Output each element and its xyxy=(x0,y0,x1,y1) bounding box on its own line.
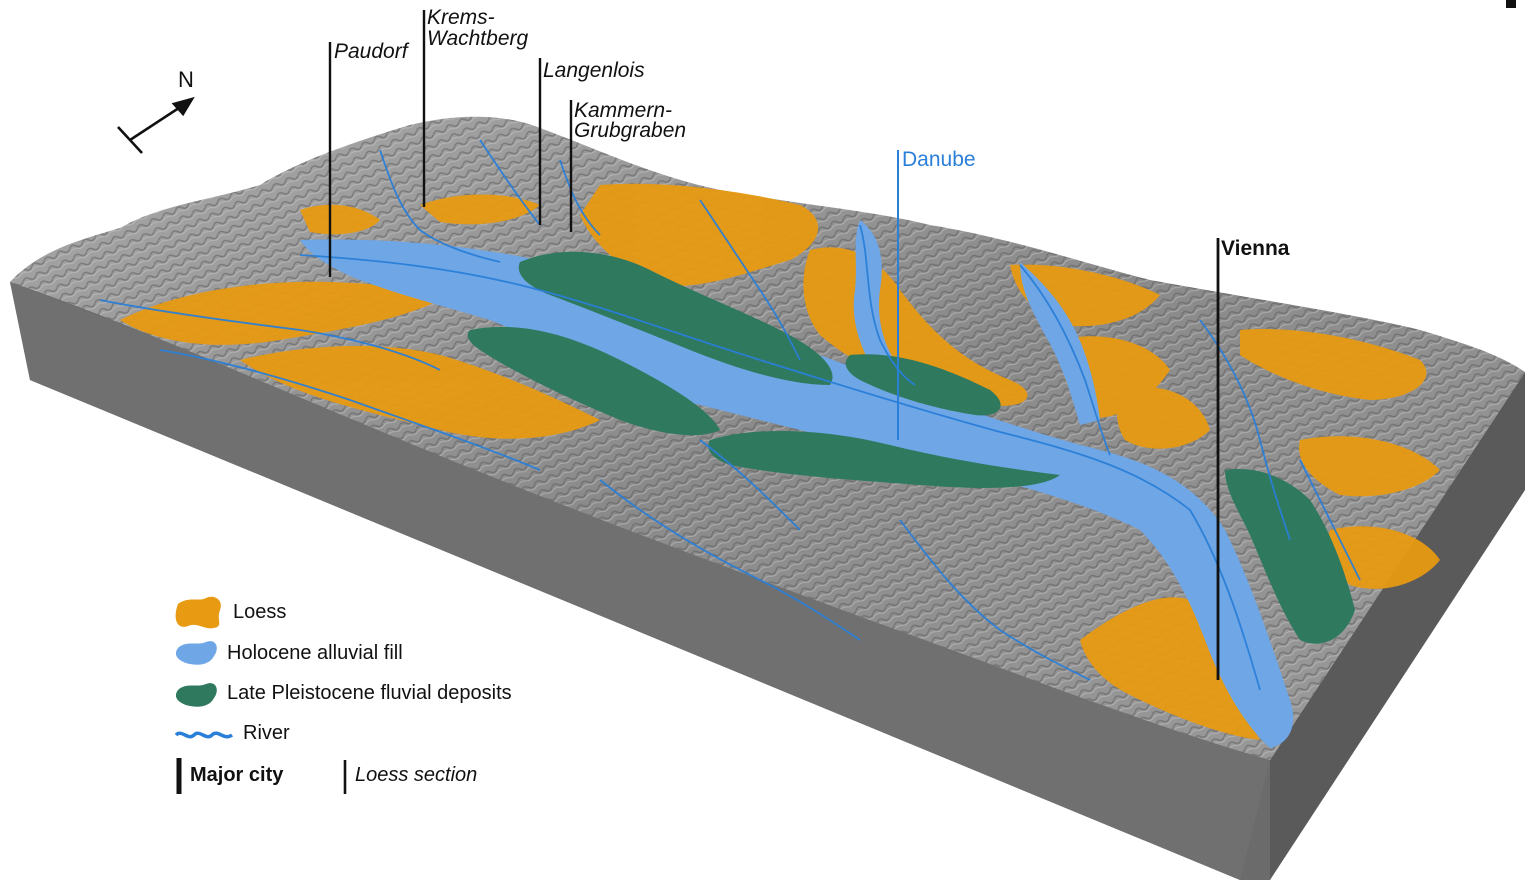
pleistocene-deposits xyxy=(467,251,1355,644)
label-danube: Danube xyxy=(902,148,976,171)
loess-section-markers xyxy=(328,10,573,277)
legend-loess: Loess xyxy=(233,601,287,623)
label-kammern-line1: Kammern- xyxy=(574,99,673,122)
river-network xyxy=(99,139,1361,691)
legend-loess-swatch xyxy=(175,596,221,629)
legend-holocene-swatch xyxy=(175,641,217,665)
legend-river: River xyxy=(243,722,290,744)
legend-river-swatch xyxy=(174,731,234,739)
label-krems-line1: Krems- xyxy=(427,6,495,29)
holocene-alluvial-fill xyxy=(300,239,1294,748)
north-arrow-label: N xyxy=(178,67,194,92)
corner-mark xyxy=(1506,0,1516,8)
legend-pleistocene-swatch xyxy=(175,683,217,707)
block-right-face xyxy=(1270,372,1525,880)
legend-major-city: Major city xyxy=(190,764,284,786)
label-kammern-line2: Grubgraben xyxy=(574,119,687,142)
label-vienna: Vienna xyxy=(1221,237,1290,260)
label-krems-line2: Wachtberg xyxy=(427,27,529,50)
block-bottom-face xyxy=(10,282,1270,880)
label-paudorf: Paudorf xyxy=(334,40,408,63)
legend-loess-section: Loess section xyxy=(355,764,478,786)
holocene-tributary-2 xyxy=(1020,262,1100,425)
label-langenlois: Langenlois xyxy=(543,59,645,82)
legend-swatches xyxy=(174,596,347,794)
legend-pleistocene: Late Pleistocene fluvial deposits xyxy=(227,682,512,704)
north-arrow xyxy=(117,96,195,154)
holocene-tributary xyxy=(853,220,910,380)
legend-holocene: Holocene alluvial fill xyxy=(227,642,403,664)
